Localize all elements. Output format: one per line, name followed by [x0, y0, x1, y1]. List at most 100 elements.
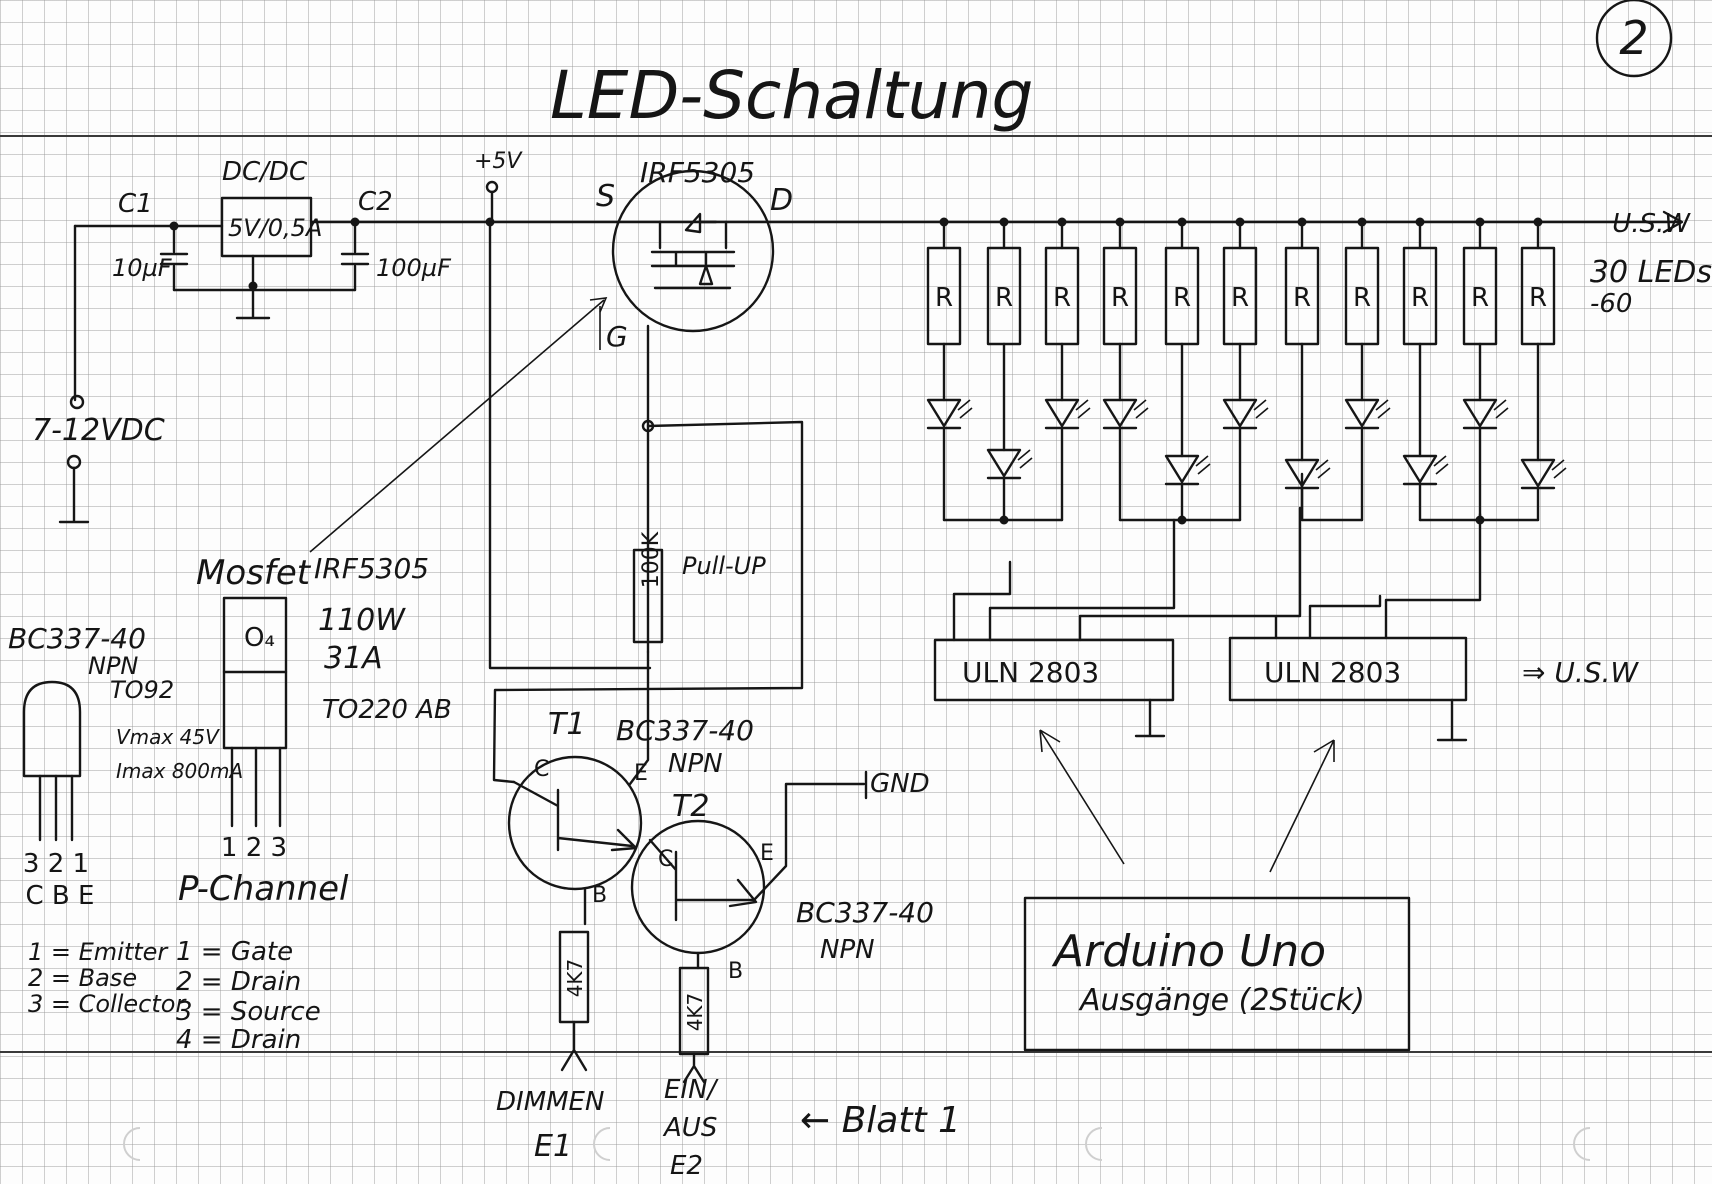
- resistor-label: R: [1353, 283, 1371, 313]
- t1-b-label: B: [592, 883, 607, 908]
- led-group-junction: [999, 515, 1009, 525]
- resistor-label: R: [935, 283, 953, 313]
- resistor-label: R: [1111, 283, 1129, 313]
- rail-continues-label: U.S.W: [1612, 209, 1691, 239]
- c2-value: 100µF: [376, 254, 452, 282]
- punch-hole: [1573, 1127, 1591, 1161]
- plus5v-bus: [488, 220, 652, 670]
- resistor-label: R: [995, 283, 1013, 313]
- led-light-icon: [1433, 455, 1449, 475]
- mosfet-symbol: [650, 220, 736, 290]
- gate-network: 100K Pull-UP: [488, 220, 804, 784]
- sheet-reference: ← Blatt 1: [800, 1100, 961, 1141]
- bc-pin2: 2 = Base: [28, 964, 137, 992]
- uln2803-1: [933, 638, 1175, 702]
- mosfet-pin2: 2 = Drain: [176, 967, 301, 997]
- punch-hole: [123, 1127, 141, 1161]
- t1-e-label: E: [634, 761, 648, 786]
- led-light-icon: [1375, 399, 1391, 419]
- led-icon: [1462, 398, 1498, 430]
- t1-polarity: NPN: [668, 749, 723, 779]
- pullup-label: Pull-UP: [682, 552, 766, 580]
- c1-value: 10µF: [112, 254, 173, 282]
- uln2803-1-label: ULN 2803: [962, 656, 1099, 689]
- legend-arrow: [309, 297, 608, 553]
- punch-holes: [123, 1127, 1591, 1161]
- mosfet-circle: [611, 169, 775, 333]
- input-ground: [58, 466, 90, 524]
- input-e2-wire: [682, 1052, 706, 1084]
- led-group-junction: [1177, 515, 1187, 525]
- bc-pin1: 1 = Emitter: [28, 938, 169, 966]
- to92-pins: [38, 774, 74, 842]
- legend-mosfet-part: IRF5305: [314, 552, 429, 585]
- led-light-icon: [957, 399, 973, 419]
- led-light-icon: [1253, 399, 1269, 419]
- led-icon: [1102, 398, 1138, 430]
- arduino-arrow-2: [1269, 739, 1335, 873]
- power-supply: 7-12VDC C1 10µF DC/DC 5V/0,5A C2 100µF +…: [32, 149, 1684, 524]
- transistor-t1: T1 C E B BC337-40 NPN: [507, 650, 754, 926]
- t1-wires: [583, 650, 650, 926]
- bc-pin-letters: C B E: [26, 881, 95, 911]
- t2-type: BC337-40: [796, 896, 934, 929]
- page-title: LED-Schaltung: [550, 57, 1033, 134]
- input-terminal-minus: [66, 454, 82, 470]
- led-group-bus: [1300, 472, 1364, 522]
- arduino-uno: Arduino Uno Ausgänge (2Stück): [1023, 896, 1411, 1052]
- legend-mosfet-current: 31A: [324, 641, 383, 676]
- resistor-label: R: [1529, 283, 1547, 313]
- resistor-label: R: [1293, 283, 1311, 313]
- base-resistor-1-value: 4K7: [563, 959, 587, 998]
- resistor-label: R: [1053, 283, 1071, 313]
- arduino-outputs-label: Ausgänge (2Stück): [1078, 983, 1365, 1018]
- mosfet-gate-label: G: [606, 320, 628, 353]
- c2-name: C2: [358, 187, 393, 217]
- input-e2-label-1: EIN/: [664, 1075, 720, 1105]
- legend-mosfet: Mosfet IRF5305 110W 31A TO220 AB O₄ 1 2 …: [176, 552, 452, 1055]
- t2-b-label: B: [728, 959, 743, 984]
- to92-body: [22, 680, 82, 778]
- punch-hole: [593, 1127, 611, 1161]
- input-e1-name: E1: [534, 1129, 572, 1164]
- page-number-circle: [1595, 0, 1673, 78]
- uln-drivers: ULN 2803 ULN 2803 ⇒ U.S.W: [933, 506, 1639, 873]
- legend-mosfet-power: 110W: [318, 603, 406, 638]
- led-light-icon: [1017, 449, 1033, 469]
- base-inputs: 4K7 4K7 DIMMEN E1 EIN/ AUS E2 ← Blatt 1: [496, 930, 961, 1181]
- driver-wires: [952, 506, 1482, 642]
- input-voltage-label: 7-12VDC: [32, 413, 165, 448]
- resistor-label: R: [1231, 283, 1249, 313]
- led-icon: [1222, 398, 1258, 430]
- legend-bc337: BC337-40 NPN TO92 Vmax 45V Imax 800mA 3 …: [8, 622, 243, 1018]
- mosfet-kind: Mosfet: [196, 553, 312, 593]
- capacitor-c1: [159, 224, 189, 292]
- plus5v-terminal: [485, 180, 499, 194]
- input-terminal-plus: [69, 394, 85, 410]
- c1-name: C1: [118, 189, 153, 219]
- bc-imax: Imax 800mA: [116, 759, 243, 783]
- uln2803-2-label: ULN 2803: [1264, 656, 1401, 689]
- bc-pin3: 3 = Collector: [28, 990, 187, 1018]
- rail-arrow: [1662, 210, 1684, 234]
- input-e1-label: DIMMEN: [496, 1087, 604, 1117]
- dcdc-value: 5V/0,5A: [228, 214, 322, 242]
- mosfet-pin-numbers: 1 2 3: [221, 833, 287, 863]
- mosfet-arrow: [698, 264, 714, 286]
- punch-hole: [1085, 1127, 1103, 1161]
- t2-polarity: NPN: [820, 935, 875, 965]
- led-icon: [1402, 454, 1438, 486]
- mosfet-drain-label: D: [770, 183, 793, 218]
- more-drivers-label: ⇒ U.S.W: [1522, 656, 1639, 689]
- mosfet-pin1: 1 = Gate: [176, 937, 293, 967]
- mosfet-source-label: S: [596, 179, 615, 214]
- led-light-icon: [1133, 399, 1149, 419]
- to220-tab-label: O₄: [244, 623, 275, 653]
- uln1-ground: [1134, 698, 1166, 738]
- led-icon: [986, 448, 1022, 480]
- uln2-ground: [1436, 698, 1468, 742]
- resistor-label: R: [1471, 283, 1489, 313]
- t2-gnd-wire: [752, 782, 866, 902]
